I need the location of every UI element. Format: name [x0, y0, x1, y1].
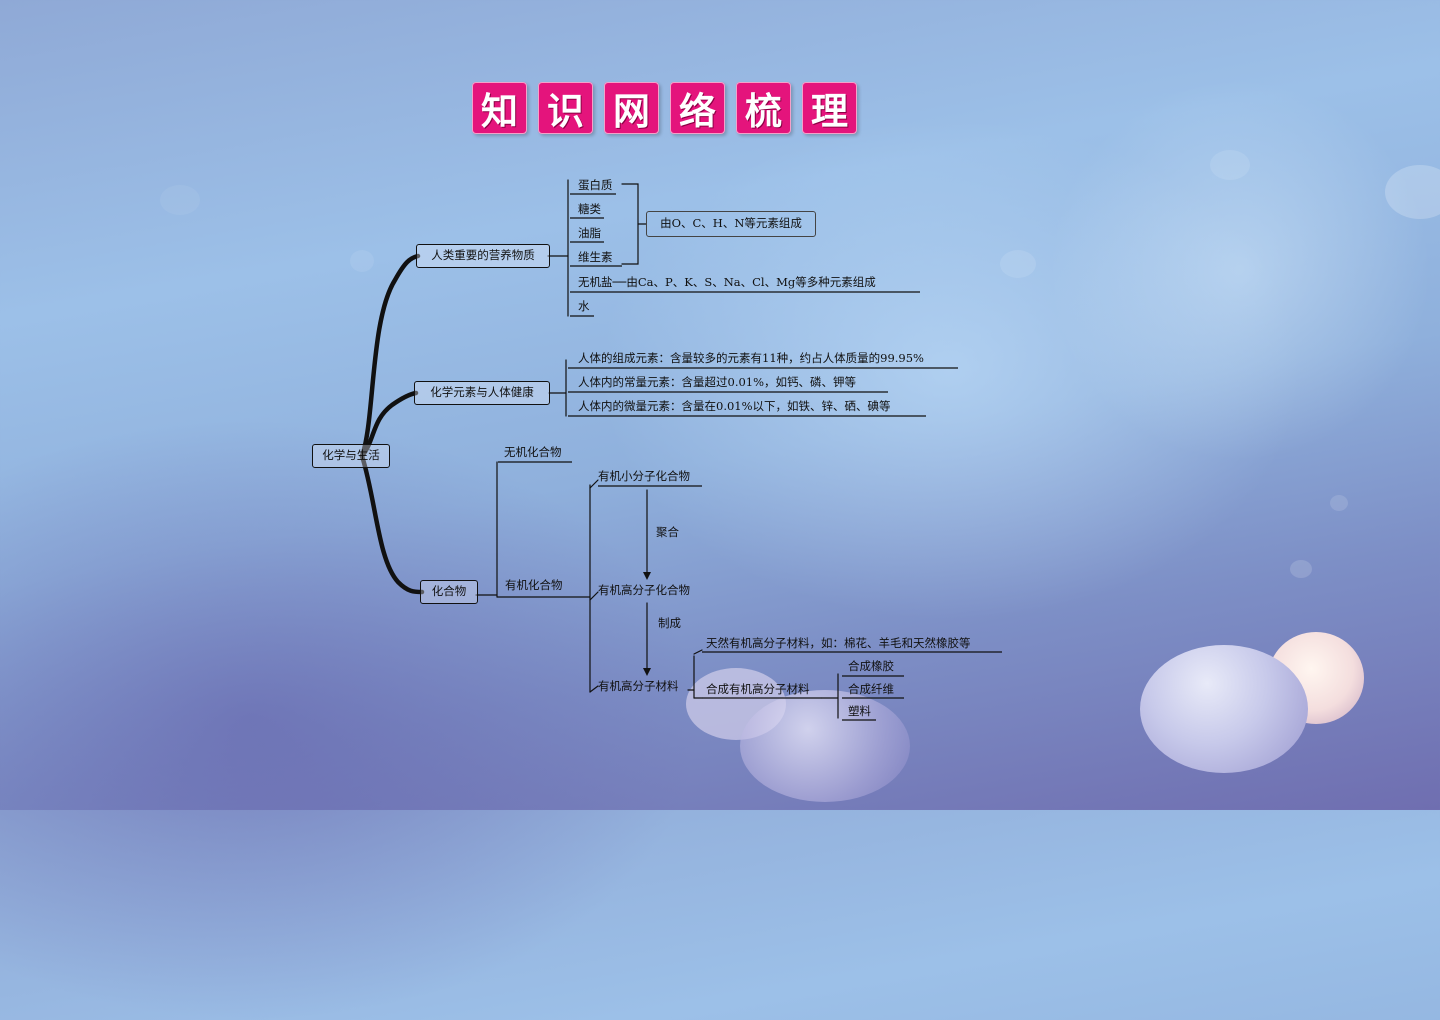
polymerization-label: 聚合: [656, 525, 679, 539]
title-char: 网: [604, 82, 659, 134]
inorganic-compound-label: 无机化合物: [504, 445, 562, 459]
title-char: 识: [538, 82, 593, 134]
page-title: 知 识 网 络 梳 理: [472, 82, 857, 134]
root-node: 化学与生活: [312, 444, 390, 468]
branch-connector-3: [359, 453, 425, 595]
nutrient-item: 油脂: [578, 226, 601, 240]
branch-connector-1: [359, 253, 421, 459]
title-char: 理: [802, 82, 857, 134]
nutrient-item: 蛋白质: [578, 178, 613, 192]
branch-node-elements-health: 化学元素与人体健康: [414, 381, 550, 405]
organic-compound-label: 有机化合物: [505, 578, 563, 592]
synthetic-item: 合成纤维: [848, 682, 894, 696]
organic-small-molecule-label: 有机小分子化合物: [598, 469, 690, 483]
organic-polymer-label: 有机高分子化合物: [598, 583, 690, 597]
branch-node-nutrients: 人类重要的营养物质: [416, 244, 550, 268]
element-info-item: 人体内的常量元素：含量超过0.01%，如钙、磷、钾等: [578, 375, 857, 389]
made-into-label: 制成: [658, 616, 681, 630]
nutrient-item: 无机盐──由Ca、P、K、S、Na、Cl、Mg等多种元素组成: [578, 275, 876, 289]
title-char: 梳: [736, 82, 791, 134]
nutrient-item: 维生素: [578, 250, 613, 264]
synthetic-item: 塑料: [848, 704, 871, 718]
branch-node-compounds: 化合物: [420, 580, 478, 604]
branch-connector-2: [359, 390, 419, 459]
synthetic-material-label: 合成有机高分子材料: [706, 682, 810, 696]
arrow-head-1: [643, 572, 651, 580]
nutrient-item: 糖类: [578, 202, 601, 216]
nutrient-item: 水: [578, 299, 590, 313]
title-char: 络: [670, 82, 725, 134]
element-info-item: 人体的组成元素：含量较多的元素有11种，约占人体质量的99.95%: [578, 351, 924, 365]
polymer-material-label: 有机高分子材料: [598, 679, 679, 693]
element-info-item: 人体内的微量元素：含量在0.01%以下，如铁、锌、硒、碘等: [578, 399, 891, 413]
synthetic-item: 合成橡胶: [848, 659, 894, 673]
natural-material-label: 天然有机高分子材料，如：棉花、羊毛和天然橡胶等: [706, 636, 971, 650]
arrow-head-2: [643, 668, 651, 676]
element-composition-note: 由O、C、H、N等元素组成: [646, 211, 816, 237]
title-char: 知: [472, 82, 527, 134]
connector-lines: [359, 179, 1002, 721]
